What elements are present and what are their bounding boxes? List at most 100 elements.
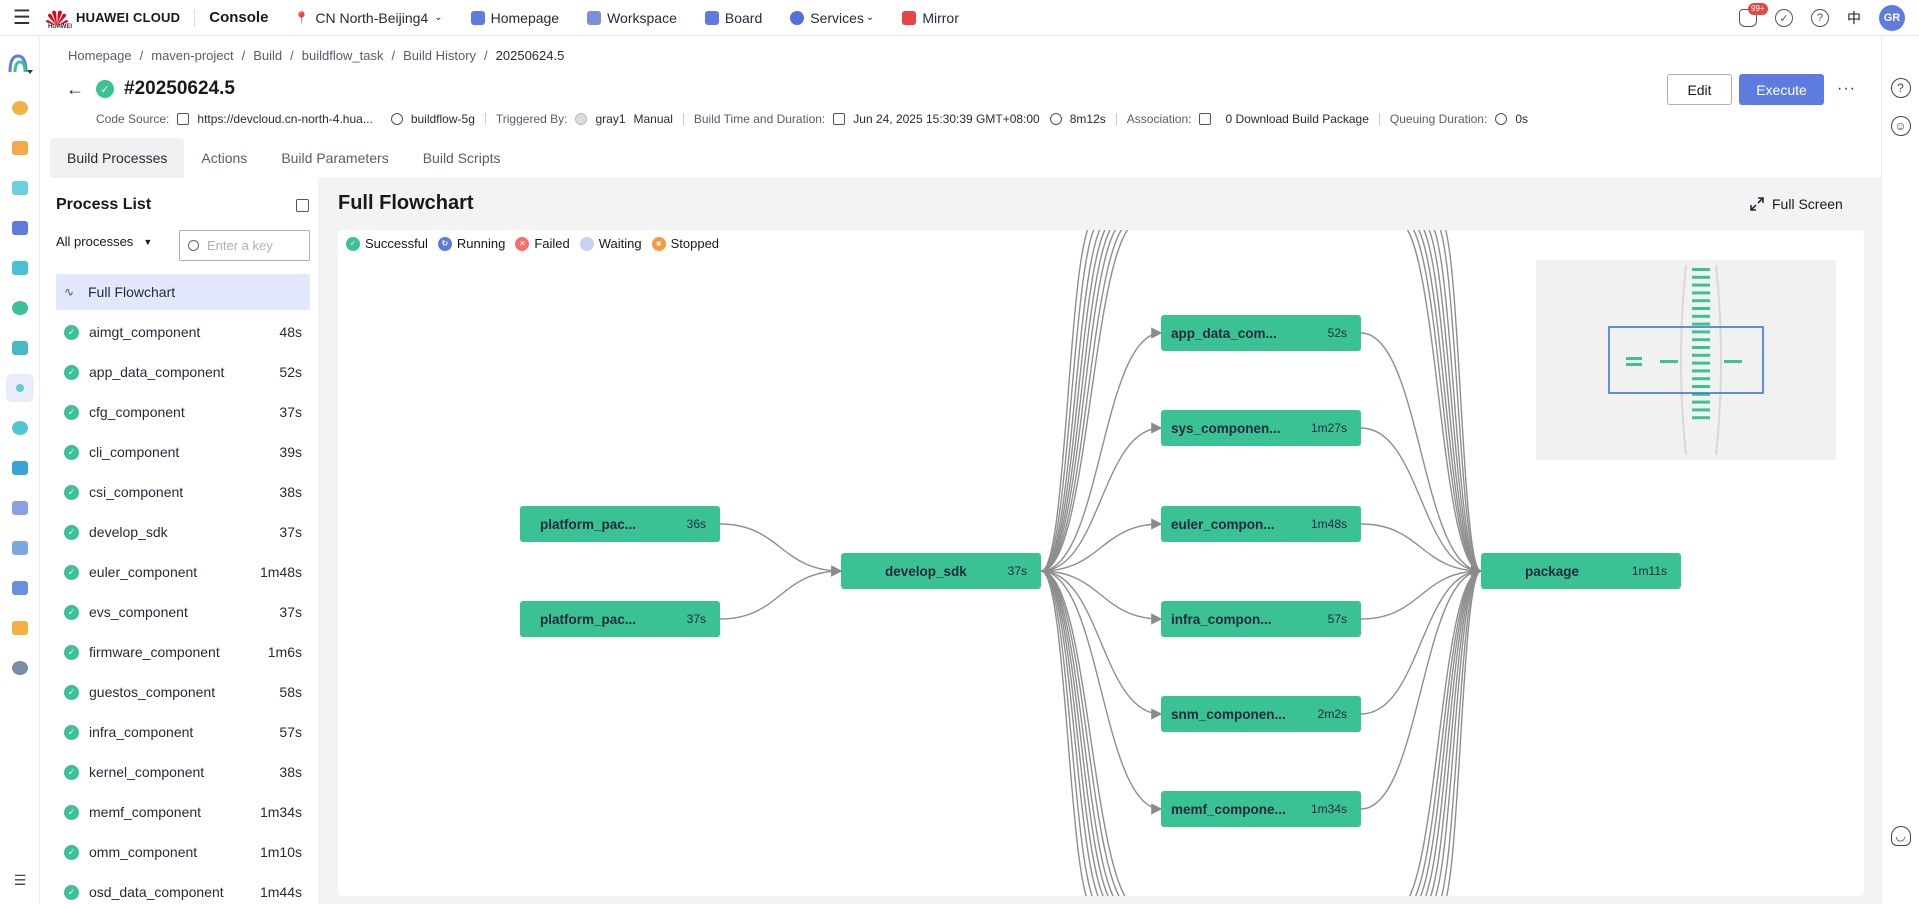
back-arrow-icon[interactable]: ←	[66, 78, 84, 99]
tab-build-scripts[interactable]: Build Scripts	[422, 150, 501, 166]
flow-node-c4[interactable]: infra_compon...57s	[1161, 601, 1361, 637]
breadcrumb-history[interactable]: Build History	[403, 48, 477, 63]
flow-node-c2[interactable]: sys_componen...1m27s	[1161, 410, 1361, 446]
flow-node-c6[interactable]: memf_compone...1m34s	[1161, 791, 1361, 827]
huawei-cloud-logo[interactable]: HUAWEI CLOUD	[44, 8, 180, 28]
tab-build-parameters[interactable]: Build Parameters	[281, 150, 389, 166]
node-duration: 1m27s	[1311, 421, 1347, 435]
avatar[interactable]: GR	[1879, 5, 1905, 31]
more-options-icon[interactable]: ···	[1837, 80, 1856, 97]
flowchart-minimap[interactable]	[1536, 260, 1836, 460]
rail-item-12[interactable]	[6, 534, 34, 562]
smile-icon[interactable]: ☺	[1890, 116, 1911, 136]
region-selector[interactable]: 📍 CN North-Beijing4 ⌄	[294, 10, 442, 26]
success-status-icon: ✓	[64, 644, 79, 660]
download-package-link[interactable]: 0 Download Build Package	[1225, 112, 1369, 126]
rail-item-build[interactable]	[6, 374, 34, 402]
breadcrumb-project[interactable]: maven-project	[151, 48, 234, 63]
rail-item-3[interactable]	[6, 174, 34, 202]
minimap-node	[1660, 360, 1678, 363]
flow-node-pp1[interactable]: platform_pac...36s	[520, 506, 720, 542]
rail-item-7[interactable]	[6, 334, 34, 362]
nav-services[interactable]: Services ⌄	[790, 10, 874, 26]
flow-node-pp2[interactable]: platform_pac...37s	[520, 601, 720, 637]
flow-node-c1[interactable]: app_data_com...52s	[1161, 315, 1361, 351]
check-circle-icon[interactable]: ✓	[1775, 9, 1793, 27]
nav-workspace[interactable]: Workspace	[587, 10, 677, 26]
rail-item-14[interactable]	[6, 614, 34, 642]
node-label: platform_pac...	[540, 517, 636, 532]
help-icon[interactable]: ?	[1890, 78, 1911, 98]
legend-successful: ✓Successful	[346, 236, 428, 251]
rail-item-13[interactable]	[6, 574, 34, 602]
rail-item-5[interactable]	[6, 254, 34, 282]
rail-logo-icon[interactable]	[6, 50, 34, 78]
code-source-link[interactable]: https://devcloud.cn-north-4.hua...	[197, 112, 373, 126]
flow-node-c3[interactable]: euler_compon...1m48s	[1161, 506, 1361, 542]
rail-item-11[interactable]	[6, 494, 34, 522]
process-search-input[interactable]: Enter a key	[179, 230, 310, 261]
edit-button[interactable]: Edit	[1667, 74, 1732, 105]
process-duration: 58s	[279, 684, 302, 700]
execute-button[interactable]: Execute	[1739, 74, 1824, 105]
rail-item-15[interactable]	[6, 654, 34, 682]
console-link[interactable]: Console	[209, 9, 269, 26]
minimap-node	[1692, 361, 1710, 365]
breadcrumb-build[interactable]: Build	[253, 48, 283, 63]
minimap-viewport[interactable]	[1608, 326, 1764, 394]
content-area: Process List All processes ▼ Enter a key…	[50, 178, 1881, 904]
bell-icon[interactable]: 99+	[1739, 3, 1768, 27]
rail-item-4[interactable]	[6, 214, 34, 242]
process-name: infra_component	[89, 724, 194, 740]
rail-item-10[interactable]	[6, 454, 34, 482]
rail-item-9[interactable]	[6, 414, 34, 442]
breadcrumb-separator: /	[139, 48, 144, 63]
node-label: platform_pac...	[540, 612, 636, 627]
tab-build-processes[interactable]: Build Processes	[50, 138, 185, 178]
nav-mirror[interactable]: Mirror	[902, 10, 959, 26]
breadcrumb-task[interactable]: buildflow_task	[301, 48, 384, 63]
process-item-full-flowchart[interactable]: ∿ Full Flowchart	[56, 274, 310, 310]
flow-node-c5[interactable]: snm_componen...2m2s	[1161, 696, 1361, 732]
headset-icon[interactable]: ◡	[1890, 826, 1911, 846]
legend-label: Running	[456, 236, 506, 251]
menu-icon[interactable]: ☰	[13, 7, 31, 29]
process-filter-select[interactable]: All processes ▼	[56, 234, 152, 249]
collapse-panel-icon[interactable]	[296, 199, 309, 212]
process-duration: 57s	[279, 724, 302, 740]
nav-homepage[interactable]: Homepage	[470, 10, 559, 26]
rail-item-1[interactable]	[6, 94, 34, 122]
clock-icon	[1049, 113, 1062, 125]
expand-rail-icon[interactable]: ☰	[13, 871, 27, 888]
queuing-value: 0s	[1515, 112, 1528, 126]
minimap-node	[1692, 385, 1710, 388]
help-icon[interactable]: ?	[1811, 9, 1829, 27]
node-box	[520, 601, 720, 637]
edge-line	[1360, 427, 1483, 577]
node-box	[1161, 506, 1361, 542]
tab-actions[interactable]: Actions	[201, 150, 248, 166]
rail-item-2[interactable]	[6, 134, 34, 162]
breadcrumb-homepage[interactable]: Homepage	[68, 48, 132, 63]
nav-board[interactable]: Board	[704, 10, 762, 26]
full-screen-button[interactable]: Full Screen	[1750, 196, 1843, 212]
rail-item-6[interactable]	[6, 294, 34, 322]
language-switch[interactable]: 中	[1847, 10, 1861, 26]
